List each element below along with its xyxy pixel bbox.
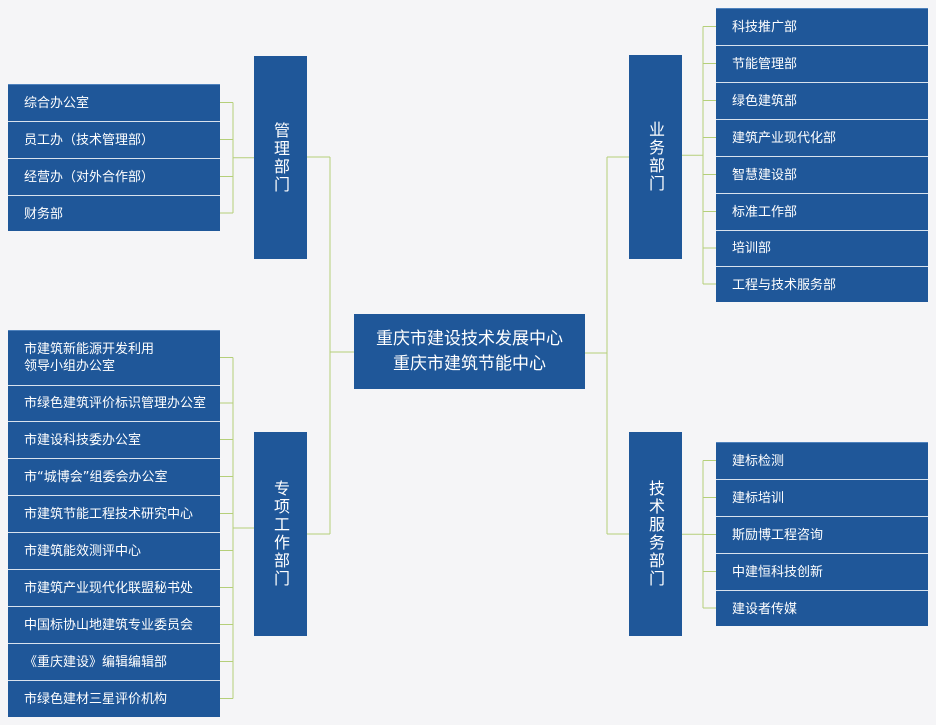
special-item: 《重庆建设》编辑编辑部 [8, 644, 220, 681]
business-item: 科技推广部 [716, 9, 928, 46]
business-item: 智慧建设部 [716, 157, 928, 194]
special-dept-box: 专项工作部门 [254, 432, 307, 636]
tech-service-item: 中建恒科技创新 [716, 554, 928, 591]
special-item-list: 市建筑新能源开发利用 领导小组办公室市绿色建筑评价标识管理办公室市建设科技委办公… [8, 330, 220, 717]
tech-service-item: 建设者传媒 [732, 601, 798, 617]
special-item: 市建筑新能源开发利用 领导小组办公室 [8, 331, 220, 386]
business-dept-label: 业务部门 [646, 121, 665, 193]
special-item: 市建设科技委办公室 [8, 422, 220, 459]
management-item: 经营办（对外合作部） [8, 159, 220, 196]
special-item: 市建筑产业现代化联盟秘书处 [8, 570, 220, 607]
center-title-line2: 重庆市建筑节能中心 [393, 353, 546, 374]
business-item: 工程与技术服务部 [732, 277, 837, 293]
management-dept-label: 管理部门 [271, 121, 290, 194]
business-dept-box: 业务部门 [629, 55, 682, 259]
special-item: 中国标协山地建筑专业委员会 [8, 607, 220, 644]
management-item: 综合办公室 [8, 85, 220, 122]
business-item: 培训部 [716, 231, 928, 267]
business-item-list: 科技推广部节能管理部绿色建筑部建筑产业现代化部智慧建设部标准工作部培训部工程与技… [716, 8, 928, 302]
tech-service-dept-label: 技术服务部门 [646, 480, 665, 588]
special-dept-label: 专项工作部门 [271, 480, 290, 588]
business-item: 节能管理部 [716, 46, 928, 83]
business-item: 绿色建筑部 [716, 83, 928, 120]
management-item-list: 综合办公室员工办（技术管理部）经营办（对外合作部） 财务部 [8, 84, 220, 231]
management-dept-box: 管理部门 [254, 56, 307, 259]
center-box: 重庆市建设技术发展中心 重庆市建筑节能中心 [354, 314, 585, 389]
special-item: 市建筑节能工程技术研究中心 [8, 496, 220, 533]
tech-service-item-list: 建标检测建标培训斯励博工程咨询中建恒科技创新建设者传媒 [716, 442, 928, 626]
tech-service-item: 建标检测 [716, 443, 928, 480]
business-item: 建筑产业现代化部 [716, 120, 928, 157]
management-item: 员工办（技术管理部） [8, 122, 220, 159]
business-item: 标准工作部 [716, 194, 928, 231]
tech-service-item: 建标培训 [716, 480, 928, 517]
tech-service-item: 斯励博工程咨询 [716, 517, 928, 554]
tech-service-dept-box: 技术服务部门 [629, 432, 682, 636]
special-item: 市绿色建材三星评价机构 [24, 692, 168, 707]
management-item: 财务部 [24, 206, 64, 222]
special-item: 市建筑能效测评中心 [8, 533, 220, 570]
center-title-line1: 重庆市建设技术发展中心 [376, 328, 563, 349]
special-item: 市“城博会”组委会办公室 [8, 459, 220, 496]
special-item: 市绿色建筑评价标识管理办公室 [8, 386, 220, 422]
